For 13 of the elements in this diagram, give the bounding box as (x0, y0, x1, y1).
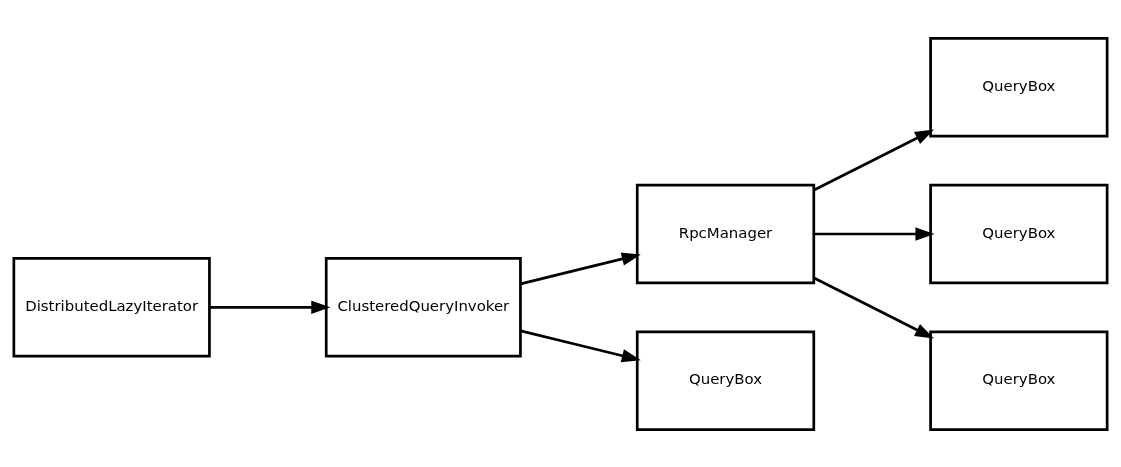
arrow (814, 226, 935, 241)
arrow (813, 276, 935, 339)
node-box: QueryBox (635, 329, 816, 431)
arrow (813, 128, 935, 191)
node-box: RpcManager (635, 183, 816, 284)
arrow (520, 251, 641, 285)
node-box: QueryBox (929, 183, 1109, 284)
node-box: QueryBox (929, 36, 1109, 138)
node-box: QueryBox (929, 329, 1109, 431)
node-box: DistributedLazyIterator (12, 256, 211, 358)
node-box: ClusteredQueryInvoker (324, 256, 522, 358)
arrow (520, 329, 641, 362)
arrow (209, 300, 331, 314)
